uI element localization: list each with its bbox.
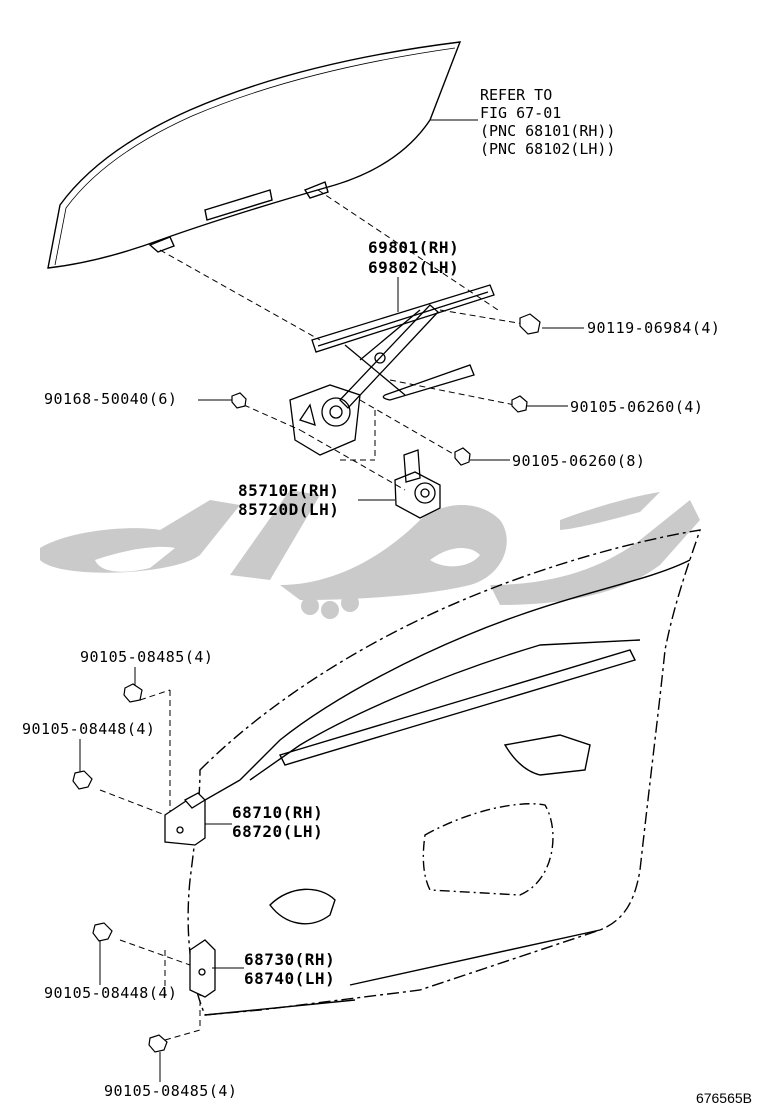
bolt-icon: [92, 922, 113, 942]
part-label-upper-hinge-lh[interactable]: 68720(LH): [232, 822, 324, 841]
window-glass: [47, 41, 475, 269]
part-label-regulator-rh[interactable]: 69801(RH): [368, 238, 460, 257]
reference-line: REFER TO: [480, 86, 553, 104]
part-label-bolt-regulator-low[interactable]: 90105-06260(8): [512, 452, 646, 470]
reference-line: (PNC 68101(RH)): [480, 122, 616, 140]
part-label-regulator-lh[interactable]: 69802(LH): [368, 258, 460, 277]
part-label-bolt-upper-hinge-a[interactable]: 90105-08485(4): [80, 648, 214, 666]
figure-id: 676565B: [695, 1090, 752, 1106]
leader-dashes: [99, 189, 531, 1041]
part-label-bolt-regulator-top[interactable]: 90119-06984(4): [587, 319, 721, 337]
label-leaders: [79, 119, 584, 1082]
bolt-icon: [148, 1034, 168, 1053]
bolt-icon: [231, 392, 247, 409]
bolt-icon: [454, 447, 471, 466]
upper-hinge: [164, 792, 207, 846]
part-label-bolt-lower-hinge-a[interactable]: 90105-08448(4): [44, 984, 178, 1002]
part-label-nut-regulator[interactable]: 90168-50040(6): [44, 390, 178, 408]
bolts: [72, 313, 541, 1053]
part-label-bolt-lower-hinge-b[interactable]: 90105-08485(4): [104, 1082, 238, 1100]
window-regulator: [289, 284, 495, 456]
part-label-bolt-regulator-mid[interactable]: 90105-06260(4): [570, 398, 704, 416]
watermark: [40, 490, 700, 619]
bolt-icon: [511, 395, 528, 413]
part-label-lower-hinge-rh[interactable]: 68730(RH): [244, 950, 336, 969]
window-motor: [394, 449, 441, 519]
door-panel: [187, 529, 702, 1016]
part-label-motor-rh[interactable]: 85710E(RH): [238, 481, 340, 500]
bolt-icon: [519, 313, 541, 335]
reference-note: REFER TO FIG 67-01 (PNC 68101(RH)) (PNC …: [480, 86, 615, 158]
reference-line: (PNC 68102(LH)): [480, 140, 616, 158]
part-label-lower-hinge-lh[interactable]: 68740(LH): [244, 969, 336, 988]
part-label-upper-hinge-rh[interactable]: 68710(RH): [232, 803, 324, 822]
part-label-bolt-upper-hinge-b[interactable]: 90105-08448(4): [22, 720, 156, 738]
reference-line: FIG 67-01: [480, 104, 562, 122]
lower-hinge: [189, 939, 216, 998]
bolt-icon: [123, 683, 143, 703]
part-label-motor-lh[interactable]: 85720D(LH): [238, 500, 340, 519]
bolt-icon: [72, 770, 93, 790]
